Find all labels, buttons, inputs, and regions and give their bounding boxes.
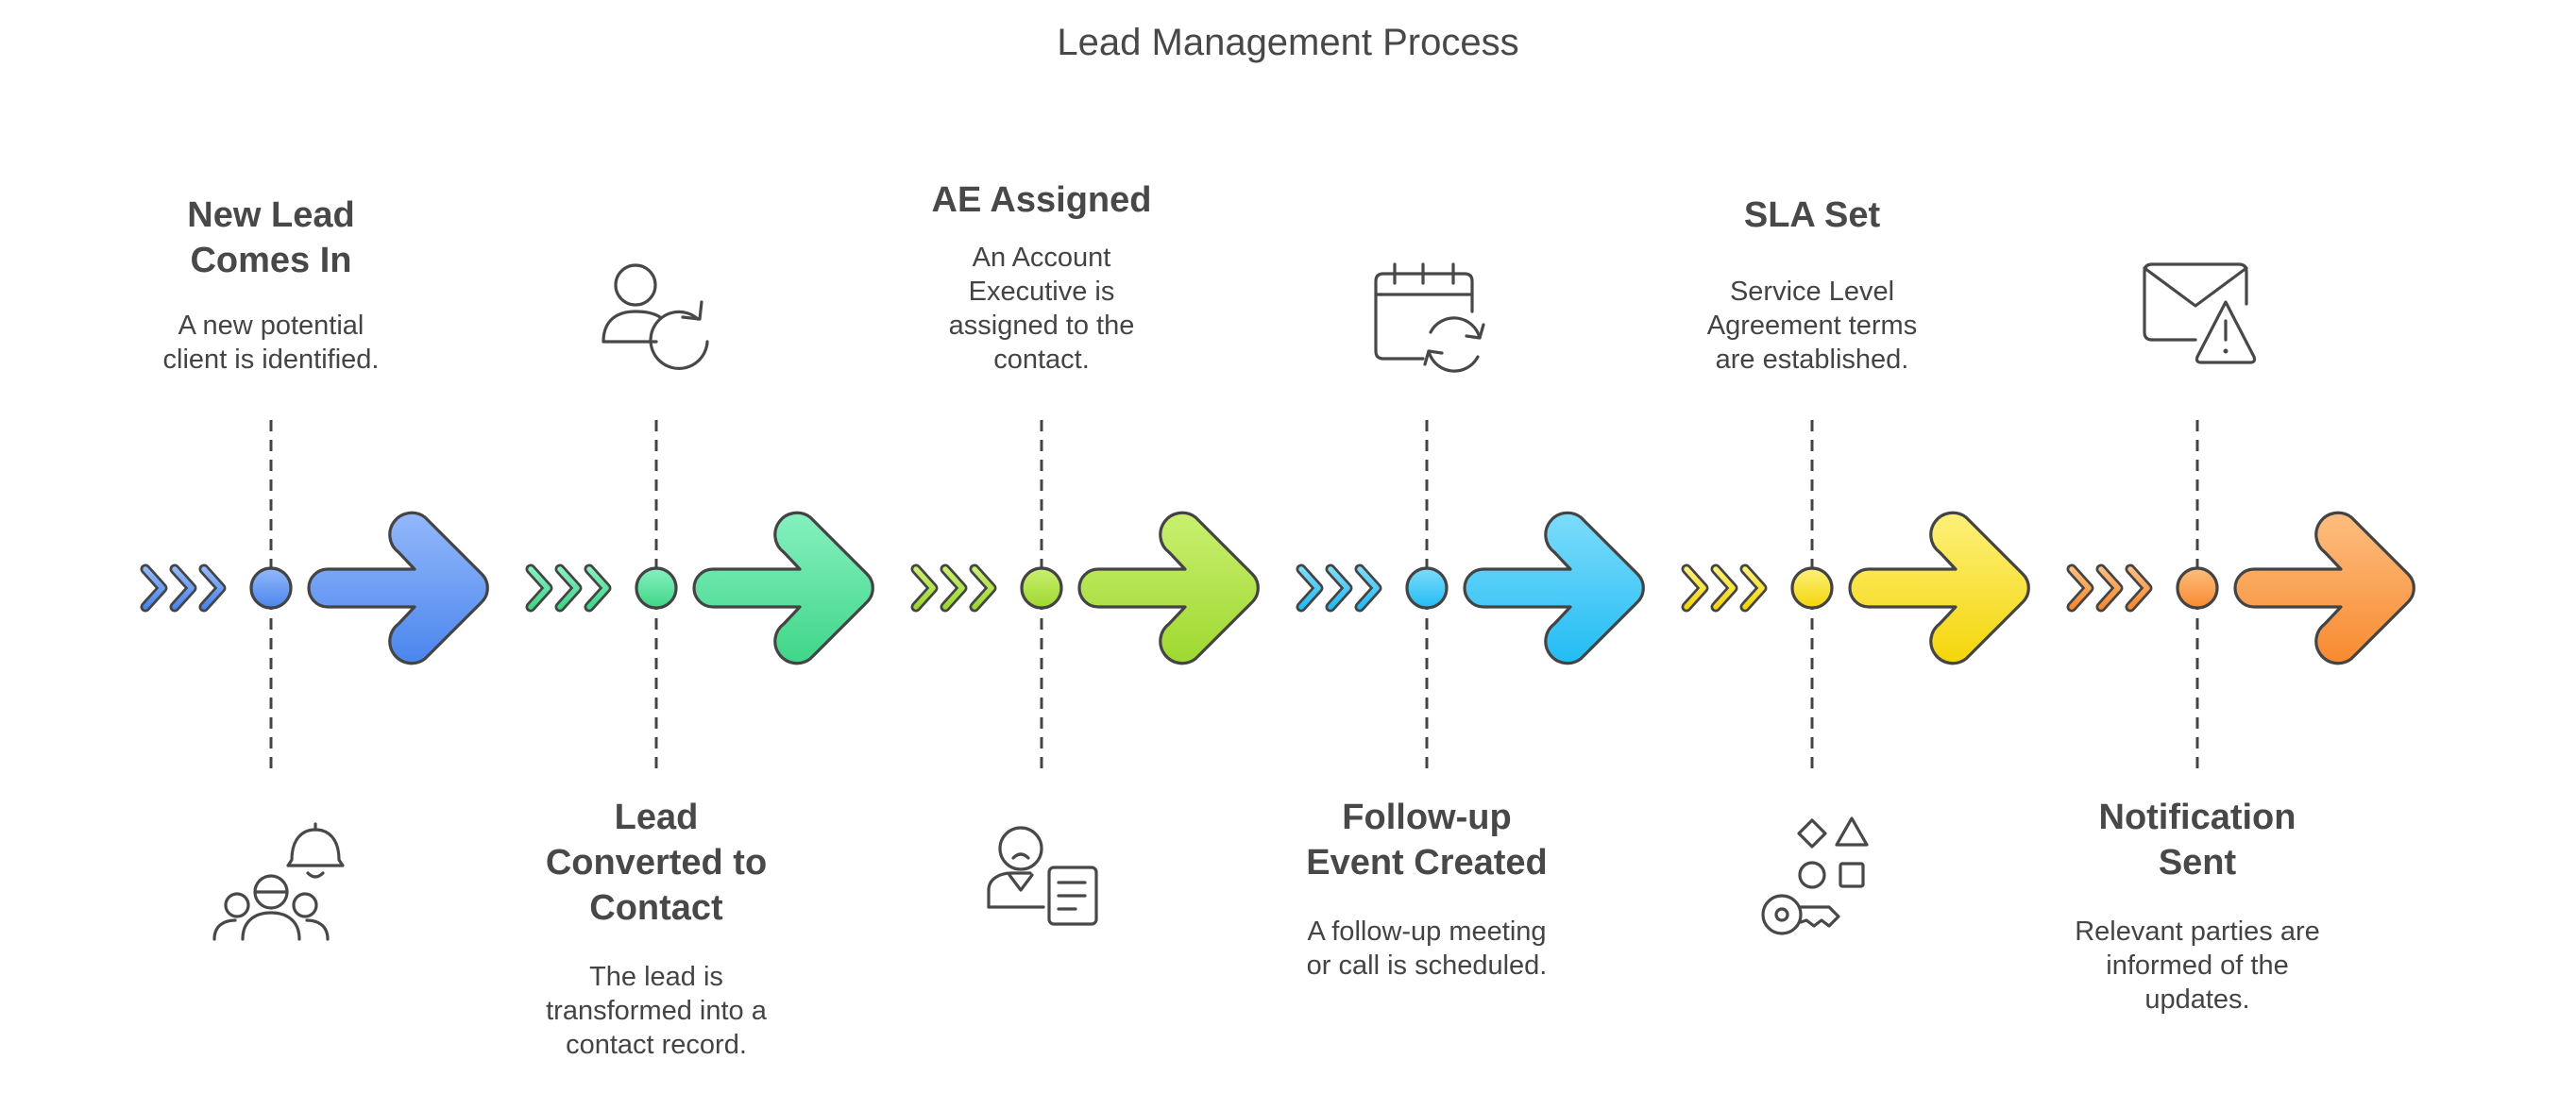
user-refresh-icon xyxy=(602,263,709,370)
shapes-key-icon xyxy=(1761,816,1869,935)
step-title: AE Assigned xyxy=(932,180,1152,220)
step-arrow xyxy=(692,511,874,665)
chevron-icon xyxy=(140,563,227,613)
step-dot xyxy=(2176,566,2219,610)
people-bell-icon xyxy=(212,822,345,941)
mail-alert-icon xyxy=(2143,262,2257,364)
step-arrow xyxy=(1463,511,1645,665)
calendar-refresh-icon xyxy=(1374,262,1485,373)
step-arrow xyxy=(2233,511,2415,665)
step-arrow xyxy=(1848,511,2030,665)
step-arrow xyxy=(307,511,489,665)
step-dot xyxy=(635,566,678,610)
chevron-icon xyxy=(1681,563,1768,613)
step-dot xyxy=(249,566,293,610)
step-dot xyxy=(1790,566,1834,610)
chevron-icon xyxy=(2066,563,2153,613)
chevron-icon xyxy=(525,563,612,613)
step-title: SLA Set xyxy=(1744,195,1881,235)
diagram-title: Lead Management Process xyxy=(1057,22,1518,63)
step-arrow xyxy=(1077,511,1260,665)
chevron-icon xyxy=(1296,563,1382,613)
chevron-icon xyxy=(910,563,997,613)
executive-document-icon xyxy=(987,826,1098,926)
step-dot xyxy=(1405,566,1449,610)
step-dot xyxy=(1020,566,1063,610)
